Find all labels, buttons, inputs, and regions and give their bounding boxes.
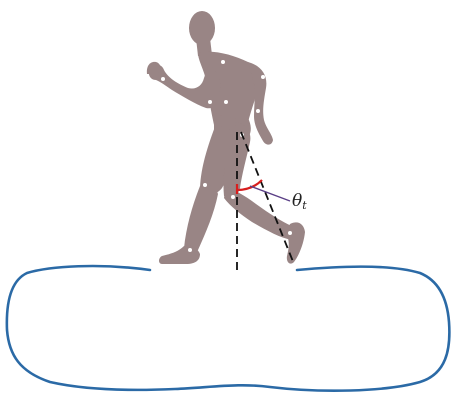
figure-front-foot bbox=[159, 245, 200, 264]
angle-label: θt bbox=[292, 191, 307, 212]
leg-axis-line bbox=[241, 132, 294, 264]
walking-figure bbox=[147, 11, 305, 264]
joint-wrist-left bbox=[161, 77, 165, 81]
joint-hip bbox=[224, 100, 228, 104]
joint-ankle-back bbox=[288, 231, 292, 235]
figure-back-shin bbox=[224, 186, 297, 240]
figure-front-shin bbox=[184, 184, 218, 254]
joint-elbow-left bbox=[208, 100, 212, 104]
joint-knee-back bbox=[231, 195, 235, 199]
joint-ankle-front bbox=[188, 248, 192, 252]
joint-shoulder bbox=[221, 60, 225, 64]
joint-knee-front bbox=[203, 183, 207, 187]
platform-outline bbox=[7, 266, 450, 391]
joint-shoulder-right bbox=[261, 75, 265, 79]
joint-elbow-right bbox=[256, 109, 260, 113]
figure-left-hand bbox=[147, 62, 161, 74]
figure-back-foot bbox=[286, 222, 305, 263]
angle-leader-line bbox=[250, 186, 290, 201]
